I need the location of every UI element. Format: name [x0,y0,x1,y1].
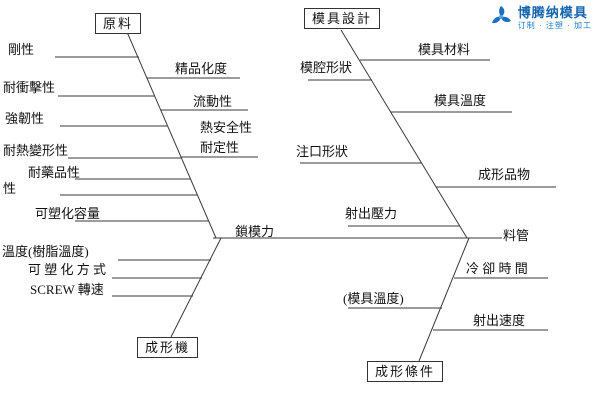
molding-conditions-branch [348,237,548,362]
cause-resin-temperature: 溫度(樹脂溫度) [2,244,89,259]
category-box-molding-conditions: 成形條件 [367,361,444,382]
cause-stability: 耐定性 [200,140,240,155]
category-box-molding-machine: 成形機 [137,337,199,358]
cause-rigidity: 剛性 [8,42,35,57]
cause-screw-speed: SCREW 轉速 [30,282,104,297]
mold-design-branch [300,29,556,239]
spine-mid-label: 鎖模力 [235,224,275,239]
category-box-mold-design: 模具設計 [304,8,381,29]
cause-impact-resistance: 耐衝擊性 [3,80,56,95]
cause-plasticizing-method: 可 塑 化 方 式 [28,262,107,277]
cause-heat-deformation-resistance: 耐熱變形性 [3,143,69,158]
brand-name: 博腾纳模具 [517,5,588,20]
cause-mold-temperature-cond: (模具溫度) [343,291,404,306]
spine-head-label: 料管 [503,228,530,243]
cause-cooling-time: 冷 卻 時 間 [466,261,528,276]
cause-injection-pressure: 射出壓力 [345,206,398,221]
raw-material-branch [55,31,258,239]
brand-tagline: 订制 · 注塑 · 加工 [517,21,592,30]
cause-refinement: 精品化度 [175,61,228,76]
pinwheel-logo-icon [489,5,513,29]
cause-plasticizing-capacity: 可塑化容量 [35,206,101,221]
cause-toughness: 強韌性 [5,111,45,126]
molding-machine-branch [112,237,222,338]
cause-mold-temperature: 模具溫度 [434,93,487,108]
cause-injection-speed: 射出速度 [473,313,526,328]
cause-fragment-label: 性 [3,181,17,196]
cause-mold-material: 模具材料 [418,42,471,57]
cause-cavity-shape: 模腔形狀 [300,60,353,75]
cause-flowability: 流動性 [193,94,233,109]
cause-thermal-stability: 熱安全性 [200,120,253,135]
cause-chemical-resistance: 耐藥品性 [28,165,81,180]
cause-gate-shape: 注口形狀 [296,144,349,159]
brand-logo: 博腾纳模具 订制 · 注塑 · 加工 [489,5,592,31]
category-box-raw-material: 原料 [95,13,142,34]
cause-molded-product: 成形品物 [478,167,531,182]
